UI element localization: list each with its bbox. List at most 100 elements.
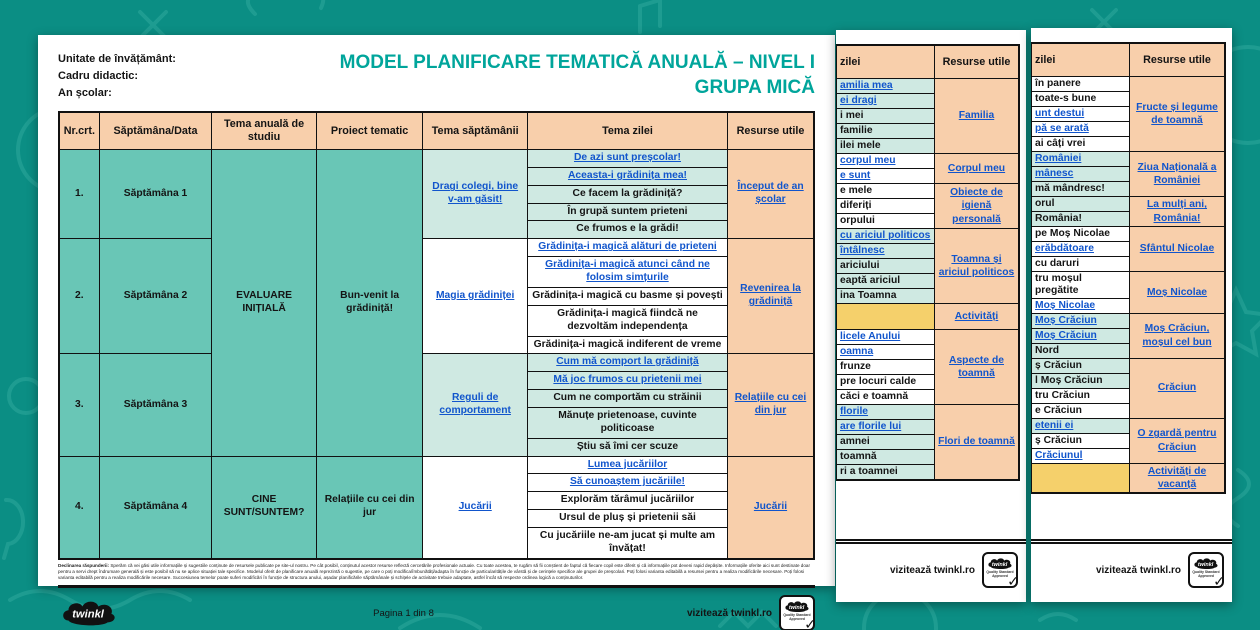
visit-link[interactable]: vizitează twinkl.ro (686, 607, 772, 619)
day-theme-cell: În grupă suntem prieteni (526, 202, 729, 222)
day-theme-cell: unt destui (1031, 106, 1130, 122)
day-theme-cell-link[interactable]: licele Anului (840, 331, 901, 343)
day-theme-cell: Mănuțe prietenoase, cuvinte politicoase (526, 406, 729, 439)
day-theme-cell-link[interactable]: pă se arată (1035, 123, 1089, 135)
column-header: Tema zilei (526, 111, 729, 151)
footer-divider (58, 585, 815, 589)
day-theme-cell: Grădinița-i magică cu basme și povești (526, 286, 729, 306)
visit-link[interactable]: vizitează twinkl.ro (1095, 564, 1181, 576)
visit-link[interactable]: vizitează twinkl.ro (889, 564, 975, 576)
column-header: Resurse utile (727, 111, 815, 151)
day-theme-cell-link[interactable]: Aceasta-i grădinița mea! (567, 169, 687, 181)
resources-cell-link[interactable]: Început de an școlar (737, 181, 804, 206)
twinkl-badge-logo-icon: twinkl (785, 601, 809, 613)
day-theme-cell-link[interactable]: Cum mă comport la grădiniță (556, 356, 699, 368)
planning-page-1: Unitate de învățământ: Cadru didactic: A… (38, 35, 835, 630)
resources-cell-link[interactable]: Moș Crăciun, moșul cel bun (1142, 323, 1212, 348)
day-theme-cell: toamnă (836, 449, 935, 465)
resources-cell-link[interactable]: Moș Nicolae (1146, 286, 1208, 298)
resources-cell-link[interactable]: Revenirea la grădiniță (740, 283, 801, 308)
resources-cell: Aspecte de toamnă (934, 329, 1020, 405)
resources-cell-link[interactable]: Ziua Națională a României (1137, 161, 1217, 186)
day-theme-cell-link[interactable]: cu ariciul politicos (840, 230, 931, 242)
week-theme-cell-link[interactable]: Dragi colegi, bine v-am găsit! (432, 181, 519, 206)
resources-cell-link[interactable]: La mulți ani, România! (1146, 199, 1208, 224)
resources-cell: Corpul meu (934, 153, 1020, 184)
day-theme-cell-link[interactable]: erăbdătoare (1035, 243, 1094, 255)
resources-cell-link[interactable]: Toamna și ariciul politicos (938, 253, 1015, 278)
day-theme-cell-link[interactable]: florile (840, 406, 869, 418)
day-theme-cell-link[interactable]: are florile lui (840, 421, 902, 433)
resources-cell-link[interactable]: O zgardă pentru Crăciun (1137, 428, 1217, 453)
resources-cell-link[interactable]: Obiecte de igienă personală (950, 186, 1003, 225)
day-theme-cell-link[interactable]: Să cunoaștem jucăriile! (569, 476, 685, 488)
resources-cell: Moș Crăciun, moșul cel bun (1129, 312, 1226, 359)
day-theme-cell-link[interactable]: mânesc (1035, 168, 1074, 180)
day-theme-cell-link[interactable]: oamna (840, 346, 874, 358)
resources-cell-link[interactable]: Sfântul Nicolae (1139, 243, 1215, 255)
day-theme-cell: pă se arată (1031, 121, 1130, 137)
day-theme-cell-link[interactable]: amilia mea (840, 80, 893, 92)
resources-cell-link[interactable]: Flori de toamnă (938, 436, 1015, 448)
footer-divider (1031, 539, 1232, 542)
footer-divider (836, 539, 1026, 542)
day-theme-cell: ri a toamnei (836, 463, 935, 481)
day-theme-cell-link[interactable]: corpul meu (840, 155, 896, 167)
day-theme-cell: oamna (836, 344, 935, 360)
week-theme-cell-link[interactable]: Jucării (458, 500, 492, 512)
day-theme-cell-link[interactable]: Mă joc frumos cu prietenii mei (553, 374, 702, 386)
resources-cell-link[interactable]: Corpul meu (947, 162, 1006, 174)
day-theme-cell-link[interactable]: De azi sunt preșcolar! (573, 152, 681, 164)
day-theme-cell-link[interactable]: Moș Nicolae (1035, 299, 1096, 311)
day-theme-cell: ariciului (836, 258, 935, 274)
svg-text:twinkl: twinkl (1198, 562, 1214, 568)
resources-cell: Activități de vacanță (1129, 462, 1226, 494)
resources-cell-link[interactable]: Activități de vacanță (1147, 465, 1207, 491)
day-theme-cell-link[interactable]: Grădinița-i magică atunci când ne folosi… (545, 259, 710, 284)
day-theme-cell: frunze (836, 359, 935, 375)
day-theme-cell-link[interactable]: Crăciunul (1035, 449, 1083, 461)
checkmark-icon: ✓ (804, 616, 816, 630)
day-theme-cell-link[interactable]: etenii ei (1035, 419, 1074, 431)
week-theme-cell: Jucării (422, 455, 528, 560)
day-theme-cell-link[interactable]: e sunt (840, 170, 871, 182)
project-theme-cell: Relațiile cu cei din jur (315, 455, 424, 560)
column-header: Resurse utile (934, 44, 1020, 79)
column-header: Tema săptămânii (422, 111, 528, 151)
resources-cell-link[interactable]: Relațiile cu cei din jur (734, 392, 807, 416)
disclaimer-text: Declinarea răspunderii: Sperăm că vei gă… (58, 563, 815, 582)
resources-cell-link[interactable]: Fructe și legume de toamnă (1136, 101, 1218, 126)
resources-cell: Ziua Națională a României (1129, 151, 1226, 197)
day-theme-cell-link[interactable]: Grădinița-i magică alături de prieteni (538, 241, 717, 253)
day-theme-cell: cu ariciul politicos (836, 228, 935, 244)
week-cell: Săptămâna 4 (98, 455, 213, 560)
day-theme-cell: Grădinița-i magică alături de prieteni (526, 238, 729, 258)
resources-cell: Revenirea la grădiniță (727, 238, 815, 355)
day-theme-cell: licele Anului (836, 329, 935, 345)
day-theme-cell: mânesc (1031, 166, 1130, 182)
day-theme-cell: familie (836, 123, 935, 139)
day-theme-cell-link[interactable]: întâlnesc (840, 245, 885, 257)
day-theme-cell: Grădinița-i magică fiindcă ne dezvoltăm … (526, 304, 729, 337)
resources-cell-link[interactable]: Jucării (753, 500, 788, 512)
week-theme-cell-link[interactable]: Reguli de comportament (439, 392, 511, 416)
week-theme-cell-link[interactable]: Magia grădiniței (435, 289, 515, 301)
school-info-block: Unitate de învățământ: Cadru didactic: A… (58, 51, 176, 102)
day-theme-cell-link[interactable]: Moș Crăciun (1035, 329, 1097, 341)
day-theme-cell: mă mândresc! (1031, 181, 1130, 197)
day-theme-cell-link[interactable]: României (1035, 153, 1082, 165)
resources-cell-link[interactable]: Familia (958, 110, 995, 122)
resources-cell-link[interactable]: Aspecte de toamnă (949, 354, 1004, 379)
page-title-line1: MODEL PLANIFICARE TEMATICĂ ANUALĂ – NIVE… (339, 52, 815, 73)
day-theme-cell: ai câți vrei (1031, 136, 1130, 152)
day-theme-cell: orul (1031, 196, 1130, 212)
resources-cell-link[interactable]: Crăciun (1157, 382, 1197, 394)
day-theme-cell: etenii ei (1031, 417, 1130, 434)
day-theme-cell-link[interactable]: Moș Crăciun (1035, 314, 1097, 326)
resources-cell-link[interactable]: Activități (954, 310, 999, 322)
day-theme-cell-link[interactable]: ei dragi (840, 95, 877, 107)
day-theme-cell: Cu jucăriile ne-am jucat și multe am înv… (526, 526, 729, 560)
day-theme-cell-link[interactable]: Lumea jucăriilor (587, 458, 668, 470)
day-theme-cell-link[interactable]: unt destui (1035, 108, 1085, 120)
